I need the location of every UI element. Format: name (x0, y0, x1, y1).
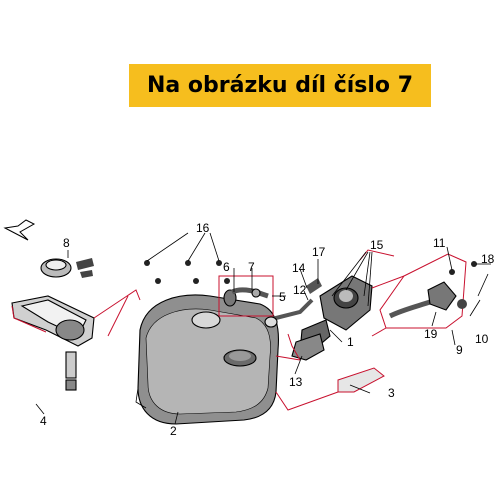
callout-3: 3 (388, 386, 395, 400)
fuel-cap-part (40, 258, 94, 278)
callout-14: 14 (292, 261, 306, 275)
banner-text: Na obrázku díl číslo 7 (146, 73, 414, 98)
callout-labels: 1 2 3 4 5 6 7 8 9 10 11 12 13 14 15 16 1… (40, 221, 495, 438)
callout-7: 7 (248, 260, 255, 274)
callout-4: 4 (40, 414, 47, 428)
front-direction-arrow-icon (3, 219, 36, 241)
evap-canister-part (319, 275, 373, 331)
callout-12: 12 (293, 283, 307, 297)
mounting-bolts-part (144, 260, 230, 284)
callout-18: 18 (481, 252, 495, 266)
callout-6: 6 (223, 260, 230, 274)
callout-17: 17 (312, 245, 326, 259)
callout-5: 5 (279, 290, 286, 304)
fuel-pump-tray-part (11, 295, 95, 391)
callout-9: 9 (456, 343, 463, 357)
callout-8: 8 (63, 236, 70, 250)
callout-13: 13 (289, 375, 303, 389)
callout-2: 2 (170, 424, 177, 438)
callout-1: 1 (347, 335, 354, 349)
callout-11: 11 (433, 236, 446, 250)
part-number-banner: Na obrázku díl číslo 7 (129, 64, 431, 107)
heat-shield-part (337, 367, 385, 393)
callout-16: 16 (196, 221, 210, 235)
rear-bracket-part (379, 253, 477, 329)
filler-neck-part (264, 278, 331, 361)
fuel-tank-part (135, 294, 280, 425)
callout-15: 15 (370, 238, 384, 252)
callout-leaders (35, 232, 491, 425)
callout-19: 19 (424, 327, 438, 341)
callout-10: 10 (475, 332, 489, 346)
